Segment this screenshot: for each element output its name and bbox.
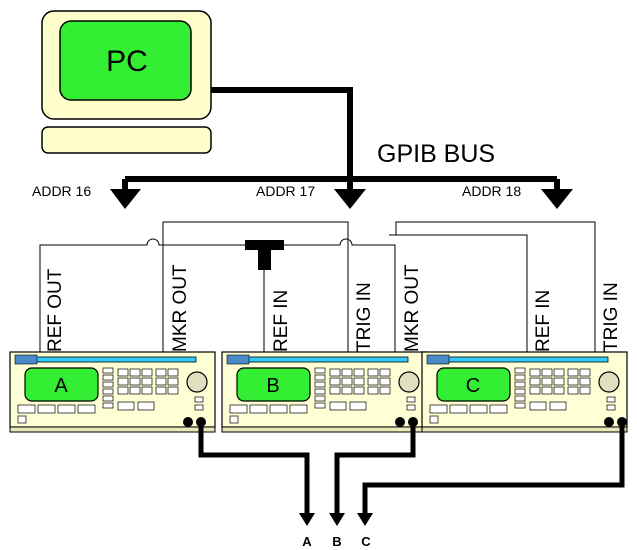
label-a-mkr-out: MKR OUT <box>170 264 191 352</box>
arrow-output-b <box>329 513 345 526</box>
addr-18-label: ADDR 18 <box>462 183 521 199</box>
addr-16-label: ADDR 16 <box>32 183 91 199</box>
pc-screen <box>59 20 192 101</box>
instrument-b: B <box>221 351 428 433</box>
output-label-c: C <box>361 534 371 549</box>
label-a-ref-out: REF OUT <box>45 268 66 352</box>
label-c-mkr-out: MKR OUT <box>402 264 423 352</box>
tee-connector <box>245 240 284 352</box>
output-cable-b <box>334 422 416 515</box>
instrument-b-label: B <box>266 375 279 397</box>
label-c-ref-in: REF IN <box>533 290 554 352</box>
gpib-bus <box>122 87 560 190</box>
arrow-addr-18 <box>541 189 573 209</box>
output-connectors <box>183 417 627 427</box>
arrow-output-c <box>357 513 373 526</box>
pc: PC <box>41 10 212 154</box>
gpib-cable-from-pc <box>211 87 353 179</box>
pc-label: PC <box>106 45 148 78</box>
output-label-a: A <box>302 534 312 549</box>
label-b-ref-in: REF IN <box>271 290 292 352</box>
output-cable-a <box>198 422 310 515</box>
instrument-c: C <box>421 351 628 433</box>
arrow-addr-17 <box>334 189 366 209</box>
addr-17-label: ADDR 17 <box>256 183 315 199</box>
instrument-a: A <box>9 351 216 433</box>
output-cables <box>198 422 625 515</box>
arrow-output-a <box>299 513 315 526</box>
arrow-addr-16 <box>110 189 141 209</box>
instrument-a-label: A <box>54 375 68 397</box>
output-label-b: B <box>332 534 341 549</box>
label-b-trig-in: TRIG IN <box>354 282 375 352</box>
pc-keyboard <box>41 126 212 154</box>
label-c-trig-in: TRIG IN <box>601 282 622 352</box>
gpib-bus-label: GPIB BUS <box>377 140 495 168</box>
output-cable-c <box>362 422 625 515</box>
instrument-c-label: C <box>466 375 480 397</box>
interconnect-wiring <box>39 221 596 352</box>
